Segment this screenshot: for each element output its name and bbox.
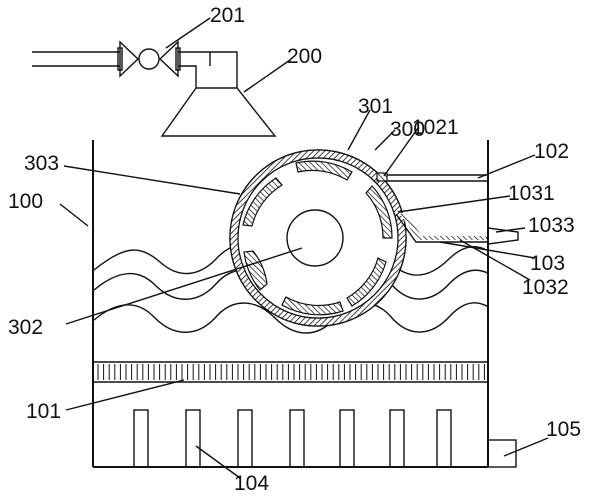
- scraper-assembly: [376, 172, 488, 182]
- label-103: 103: [530, 252, 565, 275]
- label-1021: 1021: [412, 116, 459, 139]
- label-102: 102: [534, 140, 569, 163]
- collection-trough: [395, 209, 519, 245]
- rotating-drum: [229, 149, 407, 327]
- valve: [117, 40, 181, 78]
- label-1033: 1033: [528, 214, 575, 237]
- feed-pipe: [32, 51, 238, 88]
- label-300: 300: [390, 118, 425, 141]
- drum-shaft: [286, 209, 344, 267]
- label-1031: 1031: [508, 182, 555, 205]
- label-301: 301: [358, 95, 393, 118]
- label-200: 200: [287, 45, 322, 68]
- bottom-slots: [133, 409, 452, 468]
- label-101: 101: [26, 400, 61, 423]
- label-104: 104: [234, 472, 269, 495]
- filter-screen: [94, 361, 488, 383]
- drum-blades: [242, 160, 393, 316]
- label-1032: 1032: [522, 276, 569, 299]
- label-303: 303: [24, 152, 59, 175]
- leader-lines: [59, 17, 549, 479]
- spray-hood: [160, 87, 277, 137]
- label-100: 100: [8, 190, 43, 213]
- drain-outlet: [487, 439, 517, 468]
- label-201: 201: [210, 4, 245, 27]
- label-302: 302: [8, 316, 43, 339]
- reference-labels: 201 200 301 1021 300 102 303 1031 100 10…: [8, 4, 581, 495]
- label-105: 105: [546, 418, 581, 441]
